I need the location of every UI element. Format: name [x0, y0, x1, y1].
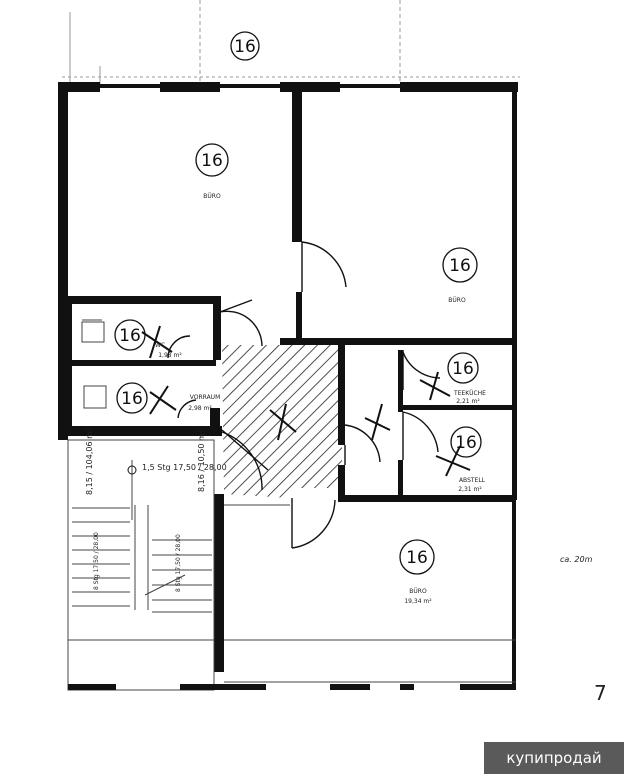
svg-text:16: 16	[201, 151, 223, 171]
svg-text:16: 16	[452, 359, 474, 379]
room-name: BÜRO	[409, 588, 427, 595]
room-wc: 16 WC 1,98 m²	[114, 319, 182, 359]
top-marker-circle	[230, 31, 260, 61]
room-name: WC	[155, 342, 165, 349]
landing-marker	[127, 465, 137, 475]
room-area: 2,31 m²	[458, 486, 482, 493]
doors	[167, 241, 441, 549]
stair-lines	[67, 319, 516, 691]
stair-label-left: 8,15 / 104,06 m²	[85, 428, 94, 495]
svg-text:16: 16	[121, 389, 143, 409]
stair-label-landing: 1,5 Stg 17,50 / 28,00	[142, 463, 227, 472]
stair-label-mid: 8,16 / 10,50 m²	[197, 430, 206, 492]
bottom-windows	[68, 684, 516, 690]
room-buro-s: 16 BÜRO 19,34 m²	[399, 539, 435, 605]
svg-text:16: 16	[119, 326, 141, 346]
margin-note: ca. 20m	[560, 555, 593, 564]
room-teekuche: 16 TEEKÜCHE 2,21 m²	[447, 352, 486, 405]
watermark-badge: купипродай	[484, 742, 624, 774]
outer-walls	[58, 82, 518, 690]
room-name: VORRAUM	[190, 394, 221, 401]
room-buro-nw: 16 BÜRO	[195, 143, 229, 200]
corner-number: 7	[594, 681, 607, 705]
room-vorraum: 16 VORRAUM 2,98 m²	[116, 382, 221, 414]
room-name: ABSTELL	[459, 477, 486, 484]
room-abstell: 16 ABSTELL 2,31 m²	[450, 426, 486, 493]
cross-marks	[141, 325, 471, 477]
svg-text:16: 16	[449, 256, 471, 276]
svg-text:16: 16	[455, 433, 477, 453]
svg-text:16: 16	[406, 548, 428, 568]
room-area: 1,98 m²	[158, 352, 182, 359]
room-area: 2,21 m²	[456, 398, 480, 405]
inner-walls	[62, 92, 516, 672]
stair-label-b: 8 Stg 17,50 / 28,00	[175, 534, 182, 592]
room-buro-ne: 16 BÜRO	[442, 247, 478, 304]
top-marker-number: 16	[234, 37, 256, 57]
room-name: BÜRO	[448, 297, 466, 304]
stair-label-a: 8 Stg 17,50 / 28,00	[93, 532, 100, 590]
grid-lines	[62, 0, 520, 85]
room-name: TEEKÜCHE	[453, 390, 486, 397]
room-name: BÜRO	[203, 193, 221, 200]
room-area: 2,98 m²	[188, 405, 212, 412]
room-area: 19,34 m²	[404, 598, 432, 605]
